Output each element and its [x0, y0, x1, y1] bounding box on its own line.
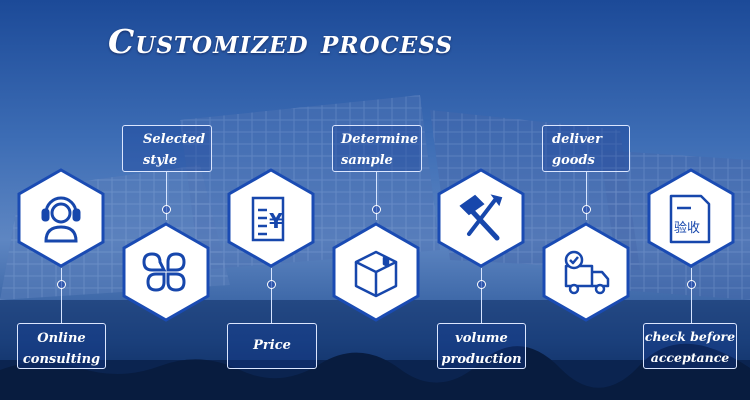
hex-step-volume-production	[437, 168, 525, 268]
connector-line	[271, 268, 272, 324]
hex-step-determine-sample	[332, 222, 420, 322]
hex-step-deliver-goods	[542, 222, 630, 322]
hex-step-selected-style	[122, 222, 210, 322]
four-petal-grid-icon	[122, 222, 210, 322]
connector-line	[61, 268, 62, 324]
connector-dot	[687, 280, 696, 289]
page-title: Customized process	[108, 22, 453, 61]
acceptance-document-icon: 验收	[647, 168, 735, 268]
connector-line	[481, 268, 482, 324]
connector-dot	[162, 205, 171, 214]
headset-agent-icon	[17, 168, 105, 268]
connector-dot	[267, 280, 276, 289]
hammer-screwdriver-icon	[437, 168, 525, 268]
connector-dot	[57, 280, 66, 289]
hex-step-check-acceptance: 验收	[647, 168, 735, 268]
acceptance-chinese-text: 验收	[674, 220, 700, 236]
package-box-icon	[332, 222, 420, 322]
label-price: Price	[227, 323, 317, 369]
yen-symbol: ¥	[269, 209, 283, 233]
connector-dot	[372, 205, 381, 214]
hex-step-price: ¥	[227, 168, 315, 268]
delivery-truck-icon	[542, 222, 630, 322]
hex-step-online-consulting	[17, 168, 105, 268]
price-document-icon: ¥	[227, 168, 315, 268]
connector-line	[691, 268, 692, 324]
connector-dot	[477, 280, 486, 289]
connector-dot	[582, 205, 591, 214]
